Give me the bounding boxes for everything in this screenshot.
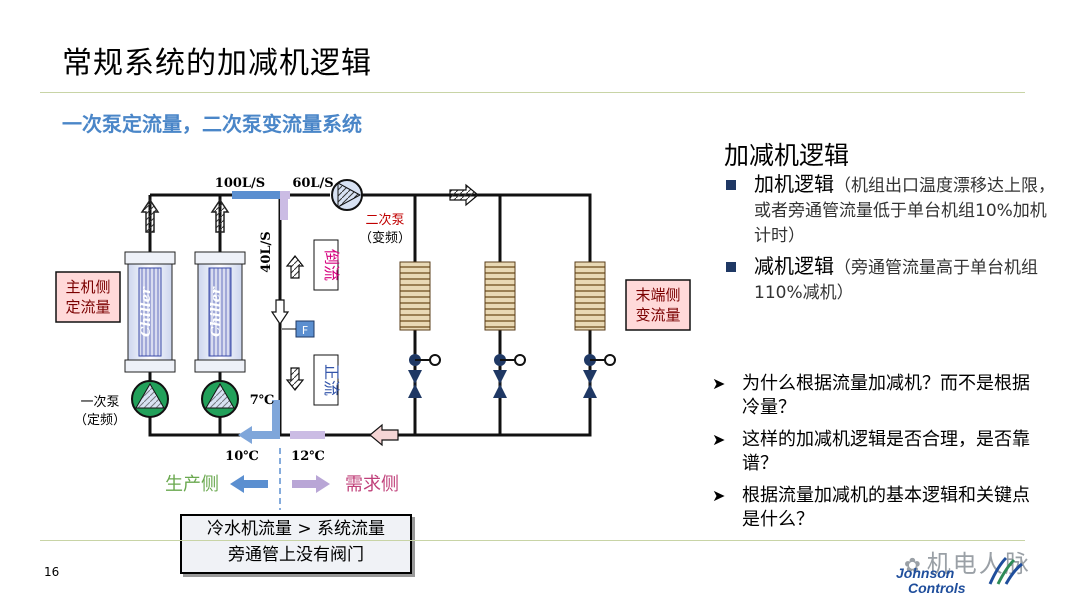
primary-pump-1 bbox=[131, 380, 169, 418]
chiller-label: Chiller bbox=[209, 286, 224, 337]
chiller-unit-1: Chiller bbox=[124, 251, 176, 373]
arrow-bullet-icon: ➤ bbox=[712, 374, 726, 393]
demand-arrow bbox=[292, 475, 330, 493]
production-side-label: 生产侧 bbox=[165, 474, 219, 495]
question-item: ➤ 这样的加减机逻辑是否合理，是否靠谱？ bbox=[712, 428, 1042, 476]
logo-line-1: Johnson bbox=[896, 565, 955, 581]
arrow-bullet-icon: ➤ bbox=[712, 486, 726, 505]
terminal-side-label-line2: 变流量 bbox=[635, 306, 680, 324]
logic-title: 加减机逻辑 bbox=[724, 141, 850, 170]
sub-logic-head: 减机逻辑 bbox=[754, 254, 834, 278]
reverse-flow-indicator: 倒流 bbox=[285, 239, 341, 291]
secondary-pump-label: 二次泵 bbox=[365, 212, 404, 228]
production-arrow bbox=[230, 475, 268, 493]
add-logic-head: 加机逻辑 bbox=[754, 172, 834, 196]
chiller-unit-2: Chiller bbox=[194, 251, 246, 373]
add-logic-detail: （机组出口温度漂移达上限，或者旁通管流量低于单台机组10%加机计时） bbox=[754, 176, 1055, 246]
slide-title: 常规系统的加减机逻辑 bbox=[62, 46, 372, 81]
return-direction-arrow bbox=[369, 423, 399, 447]
terminal-unit-2 bbox=[484, 261, 526, 398]
note-line-2: 旁通管上没有阀门 bbox=[228, 545, 364, 565]
secondary-pump-note: （变频） bbox=[359, 230, 411, 246]
question-item: ➤ 为什么根据流量加减机？而不是根据冷量？ bbox=[712, 372, 1042, 420]
note-line-1: 冷水机流量 > 系统流量 bbox=[206, 519, 386, 539]
bypass-flow-label: 40L/S bbox=[259, 231, 274, 272]
secondary-pump bbox=[331, 179, 363, 211]
reverse-flow-label: 倒流 bbox=[322, 249, 341, 281]
logo-line-2: Controls bbox=[908, 580, 966, 596]
primary-pump-note: （定频） bbox=[74, 413, 126, 428]
secondary-flow-label: 60L/S bbox=[292, 176, 333, 191]
square-bullet-icon bbox=[726, 180, 736, 190]
question-text: 这样的加减机逻辑是否合理，是否靠谱？ bbox=[742, 429, 1030, 474]
primary-side-label-line2: 定流量 bbox=[65, 298, 110, 316]
terminal-unit-3 bbox=[574, 261, 616, 398]
return-temp-left: 10℃ bbox=[225, 449, 259, 464]
chiller-label: Chiller bbox=[139, 286, 154, 337]
primary-pump-label: 一次泵 bbox=[80, 394, 119, 410]
footer-divider bbox=[40, 540, 1025, 541]
wechat-icon: ✿ bbox=[904, 553, 923, 577]
chiller-out-temp: 7℃ bbox=[250, 393, 275, 408]
question-text: 为什么根据流量加减机？而不是根据冷量？ bbox=[742, 373, 1030, 418]
title-divider bbox=[40, 92, 1025, 93]
page-number: 16 bbox=[44, 565, 60, 579]
total-flow-label: 100L/S bbox=[215, 176, 265, 191]
company-logo: Johnson Controls bbox=[896, 566, 966, 596]
chiller-outflow-arrows bbox=[140, 198, 230, 233]
return-flow-highlight bbox=[250, 400, 280, 439]
forward-flow-label: 正流 bbox=[322, 364, 341, 396]
add-logic-item: 加机逻辑（机组出口温度漂移达上限，或者旁通管流量低于单台机组10%加机计时） bbox=[726, 172, 1062, 249]
terminal-side-box: 末端侧 变流量 bbox=[625, 279, 691, 331]
sub-logic-detail: （旁通管流量高于单台机组110%减机） bbox=[754, 258, 1038, 303]
demand-side-label: 需求侧 bbox=[345, 474, 399, 495]
flow-meter: F bbox=[282, 320, 315, 338]
bypass-down-arrow bbox=[270, 299, 290, 326]
terminal-unit-1 bbox=[399, 261, 441, 398]
question-text: 根据流量加减机的基本逻辑和关键点是什么？ bbox=[742, 485, 1030, 530]
slide-subtitle: 一次泵定流量，二次泵变流量系统 bbox=[62, 112, 362, 136]
terminal-side-label-line1: 末端侧 bbox=[635, 286, 680, 304]
flow-meter-label: F bbox=[302, 324, 308, 337]
arrow-bullet-icon: ➤ bbox=[712, 430, 726, 449]
square-bullet-icon bbox=[726, 262, 736, 272]
forward-flow-indicator: 正流 bbox=[285, 354, 341, 406]
sub-logic-item: 减机逻辑（旁通管流量高于单台机组110%减机） bbox=[726, 254, 1062, 306]
return-temp-right: 12℃ bbox=[291, 449, 325, 464]
note-box: 冷水机流量 > 系统流量 旁通管上没有阀门 bbox=[180, 514, 412, 574]
supply-direction-arrow bbox=[449, 183, 479, 207]
question-item: ➤ 根据流量加减机的基本逻辑和关键点是什么？ bbox=[712, 484, 1042, 532]
bypass-flow-highlight bbox=[280, 191, 290, 220]
logo-mark-icon bbox=[988, 556, 1023, 585]
return-flow-arrowhead bbox=[238, 426, 252, 444]
primary-side-label-line1: 主机侧 bbox=[65, 278, 110, 296]
primary-pump-2 bbox=[201, 380, 239, 418]
primary-side-box: 主机侧 定流量 bbox=[55, 271, 121, 323]
